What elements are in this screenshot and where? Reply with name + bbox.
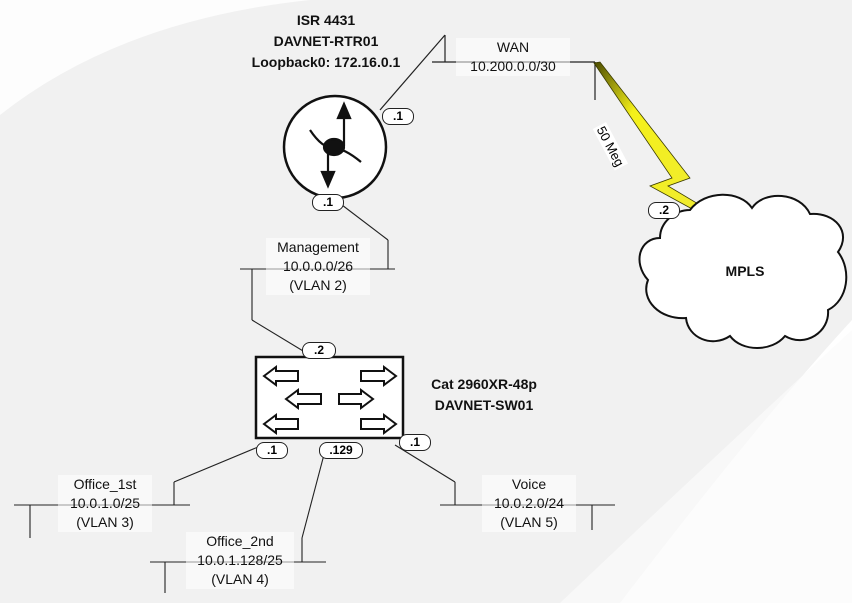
management-vlan: (VLAN 2) xyxy=(289,277,347,293)
switch-device[interactable] xyxy=(254,355,405,440)
router-device[interactable] xyxy=(282,94,388,200)
switch-mgmt-interface: .2 xyxy=(302,342,336,359)
router-hostname: DAVNET-RTR01 xyxy=(273,33,379,49)
office1-network-label: Office_1st 10.0.1.0/25 (VLAN 3) xyxy=(58,475,152,532)
router-mgmt-interface: .1 xyxy=(312,194,344,211)
management-name: Management xyxy=(277,239,359,255)
switch-arrows-icon xyxy=(262,365,398,435)
office2-vlan: (VLAN 4) xyxy=(211,571,269,587)
router-loopback: Loopback0: 172.16.0.1 xyxy=(251,54,401,70)
router-label: ISR 4431 DAVNET-RTR01 Loopback0: 172.16.… xyxy=(236,10,416,73)
office1-vlan: (VLAN 3) xyxy=(76,514,134,530)
cloud-wan-interface: .2 xyxy=(648,202,680,219)
cloud-label: MPLS xyxy=(725,263,765,279)
voice-vlan: (VLAN 5) xyxy=(500,514,558,530)
switch-model: Cat 2960XR-48p xyxy=(431,376,537,392)
wan-network-label: WAN 10.200.0.0/30 xyxy=(456,38,570,76)
office1-subnet: 10.0.1.0/25 xyxy=(69,495,141,511)
office2-name: Office_2nd xyxy=(206,533,274,549)
background-highlight xyxy=(0,0,310,115)
voice-network-label: Voice 10.0.2.0/24 (VLAN 5) xyxy=(482,475,576,532)
router-wan-interface: .1 xyxy=(382,108,414,125)
switch-office2-interface: .129 xyxy=(319,442,363,459)
office2-network-label: Office_2nd 10.0.1.128/25 (VLAN 4) xyxy=(186,532,294,589)
switch-voice-interface: .1 xyxy=(399,434,431,451)
router-arrows-icon xyxy=(309,101,362,189)
office1-name: Office_1st xyxy=(73,476,137,492)
switch-office1-interface: .1 xyxy=(256,442,288,459)
voice-subnet: 10.0.2.0/24 xyxy=(493,495,565,511)
switch-label: Cat 2960XR-48p DAVNET-SW01 xyxy=(416,374,552,416)
switch-hostname: DAVNET-SW01 xyxy=(434,397,534,413)
management-subnet: 10.0.0.0/26 xyxy=(282,258,354,274)
cloud-icon[interactable] xyxy=(638,193,848,349)
voice-name: Voice xyxy=(511,476,547,492)
wan-name: WAN xyxy=(496,39,530,55)
wan-subnet: 10.200.0.0/30 xyxy=(470,58,556,74)
background-soft-band xyxy=(560,330,852,603)
office2-subnet: 10.0.1.128/25 xyxy=(197,552,283,568)
router-model: ISR 4431 xyxy=(296,12,356,28)
management-network-label: Management 10.0.0.0/26 (VLAN 2) xyxy=(266,238,370,295)
